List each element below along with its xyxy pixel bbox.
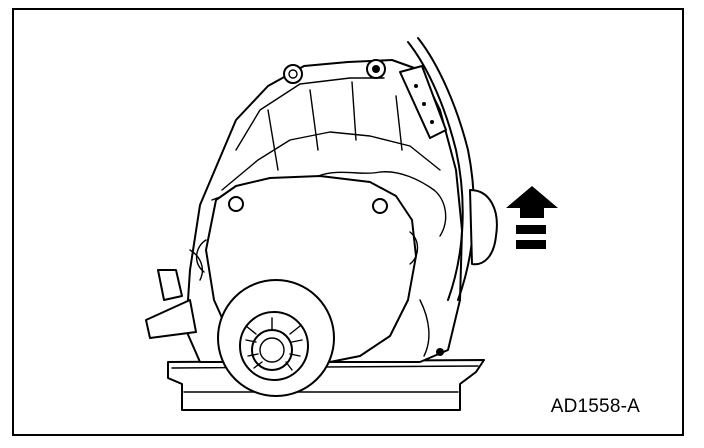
bolt-boss-top-left (283, 64, 303, 84)
dipstick-tube (399, 37, 475, 301)
bolt-boss-top-right (366, 59, 386, 79)
figure-code: AD1558-A (550, 396, 640, 417)
right-lower-detail (419, 299, 444, 357)
input-shaft-hub (217, 279, 335, 397)
side-case (433, 189, 498, 266)
left-bracket (145, 249, 204, 339)
front-arrow-icon (506, 186, 558, 249)
